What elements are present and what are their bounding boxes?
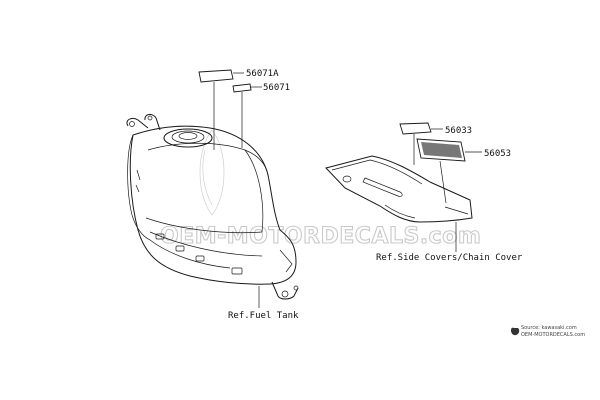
ref-fuel-tank-label: Ref.Fuel Tank <box>228 311 299 321</box>
decal-56071-shape[interactable] <box>232 83 252 93</box>
decal-56071A-shape[interactable] <box>198 69 234 83</box>
part-label-56071A: 56071A <box>246 69 279 79</box>
source-credit-line1: Source: kawasaki.com <box>521 325 577 331</box>
ref-side-covers: Ref.Side Covers/Chain Cover <box>376 222 523 263</box>
chain-cover-drawing <box>325 155 473 223</box>
decal-56053: 56053 <box>416 138 511 204</box>
watermark-text: OEM-MOTORDECALS.com <box>160 224 481 249</box>
decal-56071A: 56071A <box>198 69 279 150</box>
watermark-helmet-icon <box>199 129 225 216</box>
watermark: OEM-MOTORDECALS.com <box>159 129 481 250</box>
part-label-56053: 56053 <box>484 149 511 159</box>
ref-fuel-tank: Ref.Fuel Tank <box>228 286 299 321</box>
source-credit: Source: kawasaki.com OEM-MOTORDECALS.com <box>511 325 585 338</box>
helmet-logo-icon <box>511 327 520 336</box>
decal-56071: 56071 <box>232 83 290 148</box>
decal-56033: 56033 <box>399 122 472 165</box>
fuel-cap <box>163 128 213 148</box>
fuel-tank-drawing <box>126 113 299 300</box>
source-credit-line2: OEM-MOTORDECALS.com <box>521 332 585 338</box>
ref-side-covers-label: Ref.Side Covers/Chain Cover <box>376 253 523 263</box>
part-label-56033: 56033 <box>445 126 472 136</box>
decal-56033-shape[interactable] <box>399 122 432 135</box>
part-label-56071: 56071 <box>263 83 290 93</box>
